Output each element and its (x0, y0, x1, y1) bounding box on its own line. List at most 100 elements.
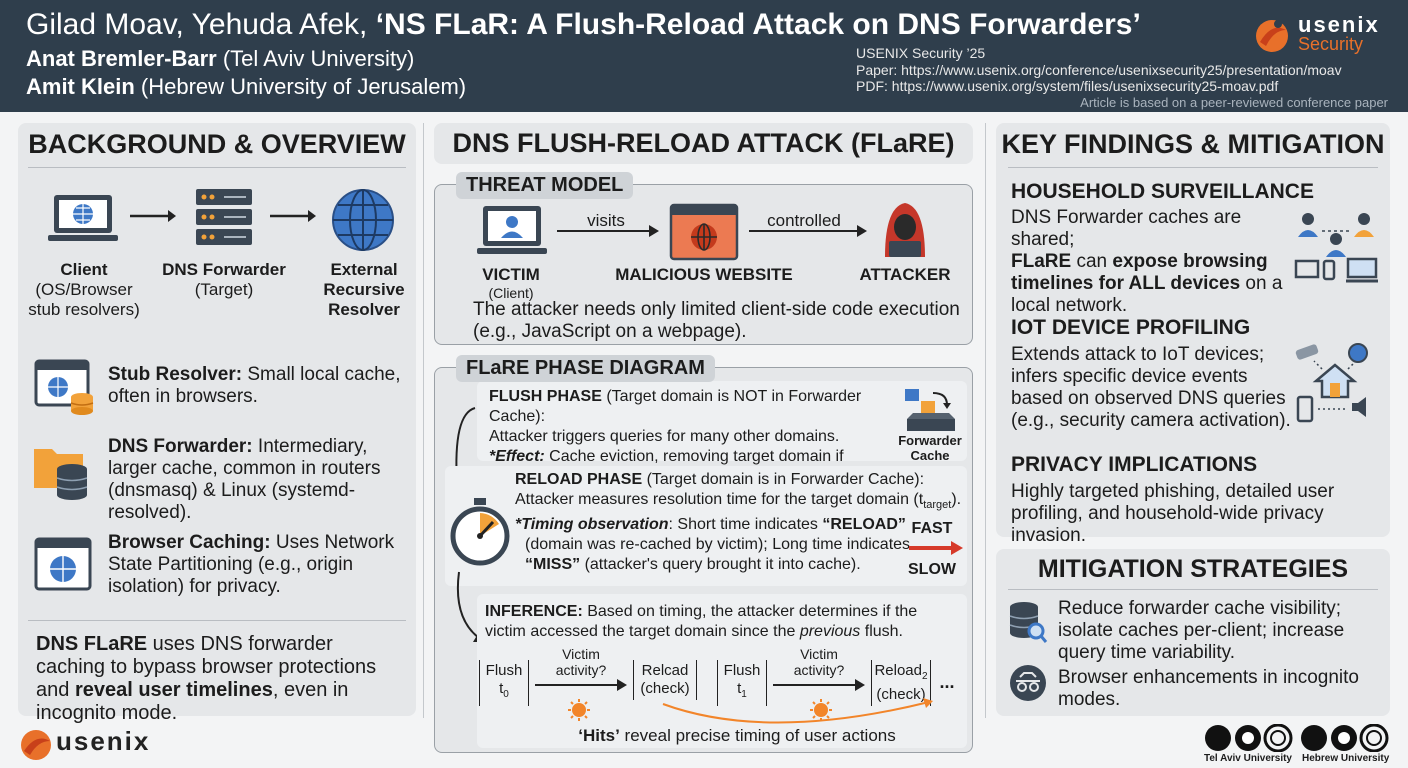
flush-t1-box: Flush t1 (717, 660, 767, 706)
flush-line2: Attacker triggers queries for many other… (489, 428, 840, 445)
column-divider (423, 123, 424, 718)
globe-icon (332, 189, 394, 251)
browser-caching-text: Browser Caching: Uses Network State Part… (108, 532, 408, 598)
controlled-label: controlled (767, 211, 841, 230)
arrow-right-icon (130, 210, 176, 222)
timing-line3: (attacker's query brought it into cache)… (580, 556, 861, 574)
hits-curve (568, 698, 933, 724)
victim-sub: (Client) (488, 285, 534, 301)
author2: Anat Bremler-Barr (26, 46, 217, 71)
server-icon (196, 189, 252, 245)
inference-end: flush. (860, 623, 903, 640)
iot-text: Extends attack to IoT devices; infers sp… (1011, 344, 1291, 431)
reload-title: RELOAD PHASE (515, 471, 643, 488)
household-t2: can (1071, 251, 1113, 272)
stub-resolver-text: Stub Resolver: Small local cache, often … (108, 364, 408, 408)
paper-title: ‘NS FLaR: A Flush-Reload Attack on DNS F… (375, 8, 1141, 41)
visits-arrow (557, 225, 659, 237)
tau-seal-icon (1205, 724, 1293, 752)
malicious-label: MALICIOUS WEBSITE (615, 265, 793, 284)
reload-check-2: Reload2 (check) (871, 660, 931, 706)
logo-sub: Security (1298, 34, 1364, 54)
ellipsis: ... (939, 672, 955, 692)
threat-model-tab: THREAT MODEL (456, 172, 634, 199)
stopwatch-icon (450, 498, 510, 566)
dns-forwarder-text: DNS Forwarder: Intermediary, larger cach… (108, 436, 413, 524)
author-line3: Amit Klein (Hebrew University of Jerusal… (26, 74, 466, 100)
client-sub: (OS/Browser stub resolvers) (28, 280, 140, 319)
inference-previous: previous (799, 623, 861, 640)
mitigation-2: Browser enhancements in incognito modes. (1058, 667, 1360, 710)
browser-bold: Browser Caching: (108, 532, 271, 553)
client-label: Client (OS/Browser stub resolvers) (22, 260, 146, 320)
affil2: (Tel Aviv University) (222, 46, 415, 71)
inference-text: INFERENCE: Based on timing, the attacker… (485, 602, 955, 642)
timing-line2: (domain was re-cached by victim); Long t… (525, 536, 911, 554)
tau-label: Tel Aviv University (1204, 753, 1292, 764)
sum-t1: uses DNS forwarder caching to bypass bro… (36, 633, 377, 701)
threat-text: The attacker needs only limited client-s… (473, 299, 960, 342)
reload2-sub: 2 (921, 671, 928, 682)
mitigation-1: Reduce forwarder cache visibility; isola… (1058, 598, 1345, 663)
pdf-link[interactable]: PDF: https://www.usenix.org/system/files… (856, 78, 1279, 94)
hits-caption: ‘Hits’ reveal precise timing of user act… (537, 726, 937, 746)
flush-cond: (Target domain is NOT in Forwarder Cache… (489, 388, 862, 425)
logo-word: usenix (1298, 12, 1380, 37)
findings-title: KEY FINDINGS & MITIGATION (1001, 129, 1385, 159)
paper-link[interactable]: Paper: https://www.usenix.org/conference… (856, 61, 1342, 78)
fwd-bold: DNS Forwarder: (108, 436, 253, 457)
usenix-swirl-icon (21, 730, 51, 760)
malicious-website-icon (669, 203, 739, 261)
hits-bold: ‘Hits’ (578, 726, 620, 745)
red-arrow-icon (909, 541, 963, 555)
flush0-label: Flush (485, 662, 523, 679)
divider (28, 167, 406, 168)
divider (1008, 167, 1378, 168)
inference-phase: INFERENCE: Based on timing, the attacker… (477, 594, 967, 748)
t0-label: t (499, 680, 504, 697)
reload-sub: target (923, 499, 952, 512)
privacy-heading: PRIVACY IMPLICATIONS (1011, 453, 1258, 476)
paper-meta: USENIX Security ’25 Paper: https://www.u… (856, 45, 1388, 111)
header-banner: Gilad Moav, Yehuda Afek, ‘NS FLaR: A Flu… (0, 0, 1408, 112)
browser-desc: Uses Network State Partitioning (e.g., o… (108, 532, 395, 597)
forwarder-name: DNS Forwarder (162, 260, 286, 279)
threat-model-card: visits controlled VICTIM (Client) MALICI… (434, 184, 973, 345)
visits-label: visits (587, 211, 625, 230)
reload-text: RELOAD PHASE (Target domain is in Forwar… (515, 470, 965, 575)
author3: Amit Klein (26, 74, 135, 99)
reload2-check: (check) (876, 686, 926, 703)
reload-phase: RELOAD PHASE (Target domain is in Forwar… (445, 466, 967, 586)
miss-quote: “MISS” (525, 556, 581, 574)
timeline-arrow (773, 679, 865, 691)
iot-devices-icon (1295, 343, 1368, 423)
huji-logo: Hebrew University (1300, 724, 1392, 766)
findings-panel: KEY FINDINGS & MITIGATION HOUSEHOLD SURV… (996, 123, 1390, 546)
usenix-footer-logo: usenix (18, 725, 178, 765)
household-heading: HOUSEHOLD SURVEILLANCE (1011, 180, 1314, 203)
tau-logo: Tel Aviv University (1204, 724, 1294, 766)
victim-laptop-icon (477, 206, 547, 254)
incognito-icon (1010, 665, 1046, 701)
background-panel: BACKGROUND & OVERVIEW Client (OS/Browser… (18, 123, 416, 724)
browser-window-icon (34, 537, 92, 591)
browser-cache-icon (34, 359, 94, 415)
victim-activity-1: Victim activity? (555, 646, 607, 678)
author-line2: Anat Bremler-Barr (Tel Aviv University) (26, 46, 414, 72)
phase-diagram-card: FLUSH PHASE (Target domain is NOT in For… (434, 367, 973, 753)
slow-label: SLOW (908, 561, 956, 578)
title-line: Gilad Moav, Yehuda Afek, ‘NS FLaR: A Flu… (26, 8, 1141, 42)
flush-t0-box: Flush t0 (479, 660, 529, 706)
timeline-arrow (535, 679, 627, 691)
mitigation-panel: MITIGATION STRATEGIES Reduce forwarder c… (996, 549, 1390, 716)
fast-label: FAST (911, 520, 953, 537)
household-text: DNS Forwarder caches are shared;FLaRE ca… (1011, 207, 1301, 317)
arrow-right-icon (270, 210, 316, 222)
iot-heading: IOT DEVICE PROFILING (1011, 316, 1251, 339)
reload2-label: Reload (874, 662, 922, 679)
usenix-security-logo: usenix Security (1252, 12, 1392, 56)
attacker-label: ATTACKER (859, 265, 951, 284)
sum-b2: reveal user timelines (74, 679, 273, 701)
forwarder-cache-icon (905, 389, 955, 431)
folder-database-icon (34, 449, 88, 500)
